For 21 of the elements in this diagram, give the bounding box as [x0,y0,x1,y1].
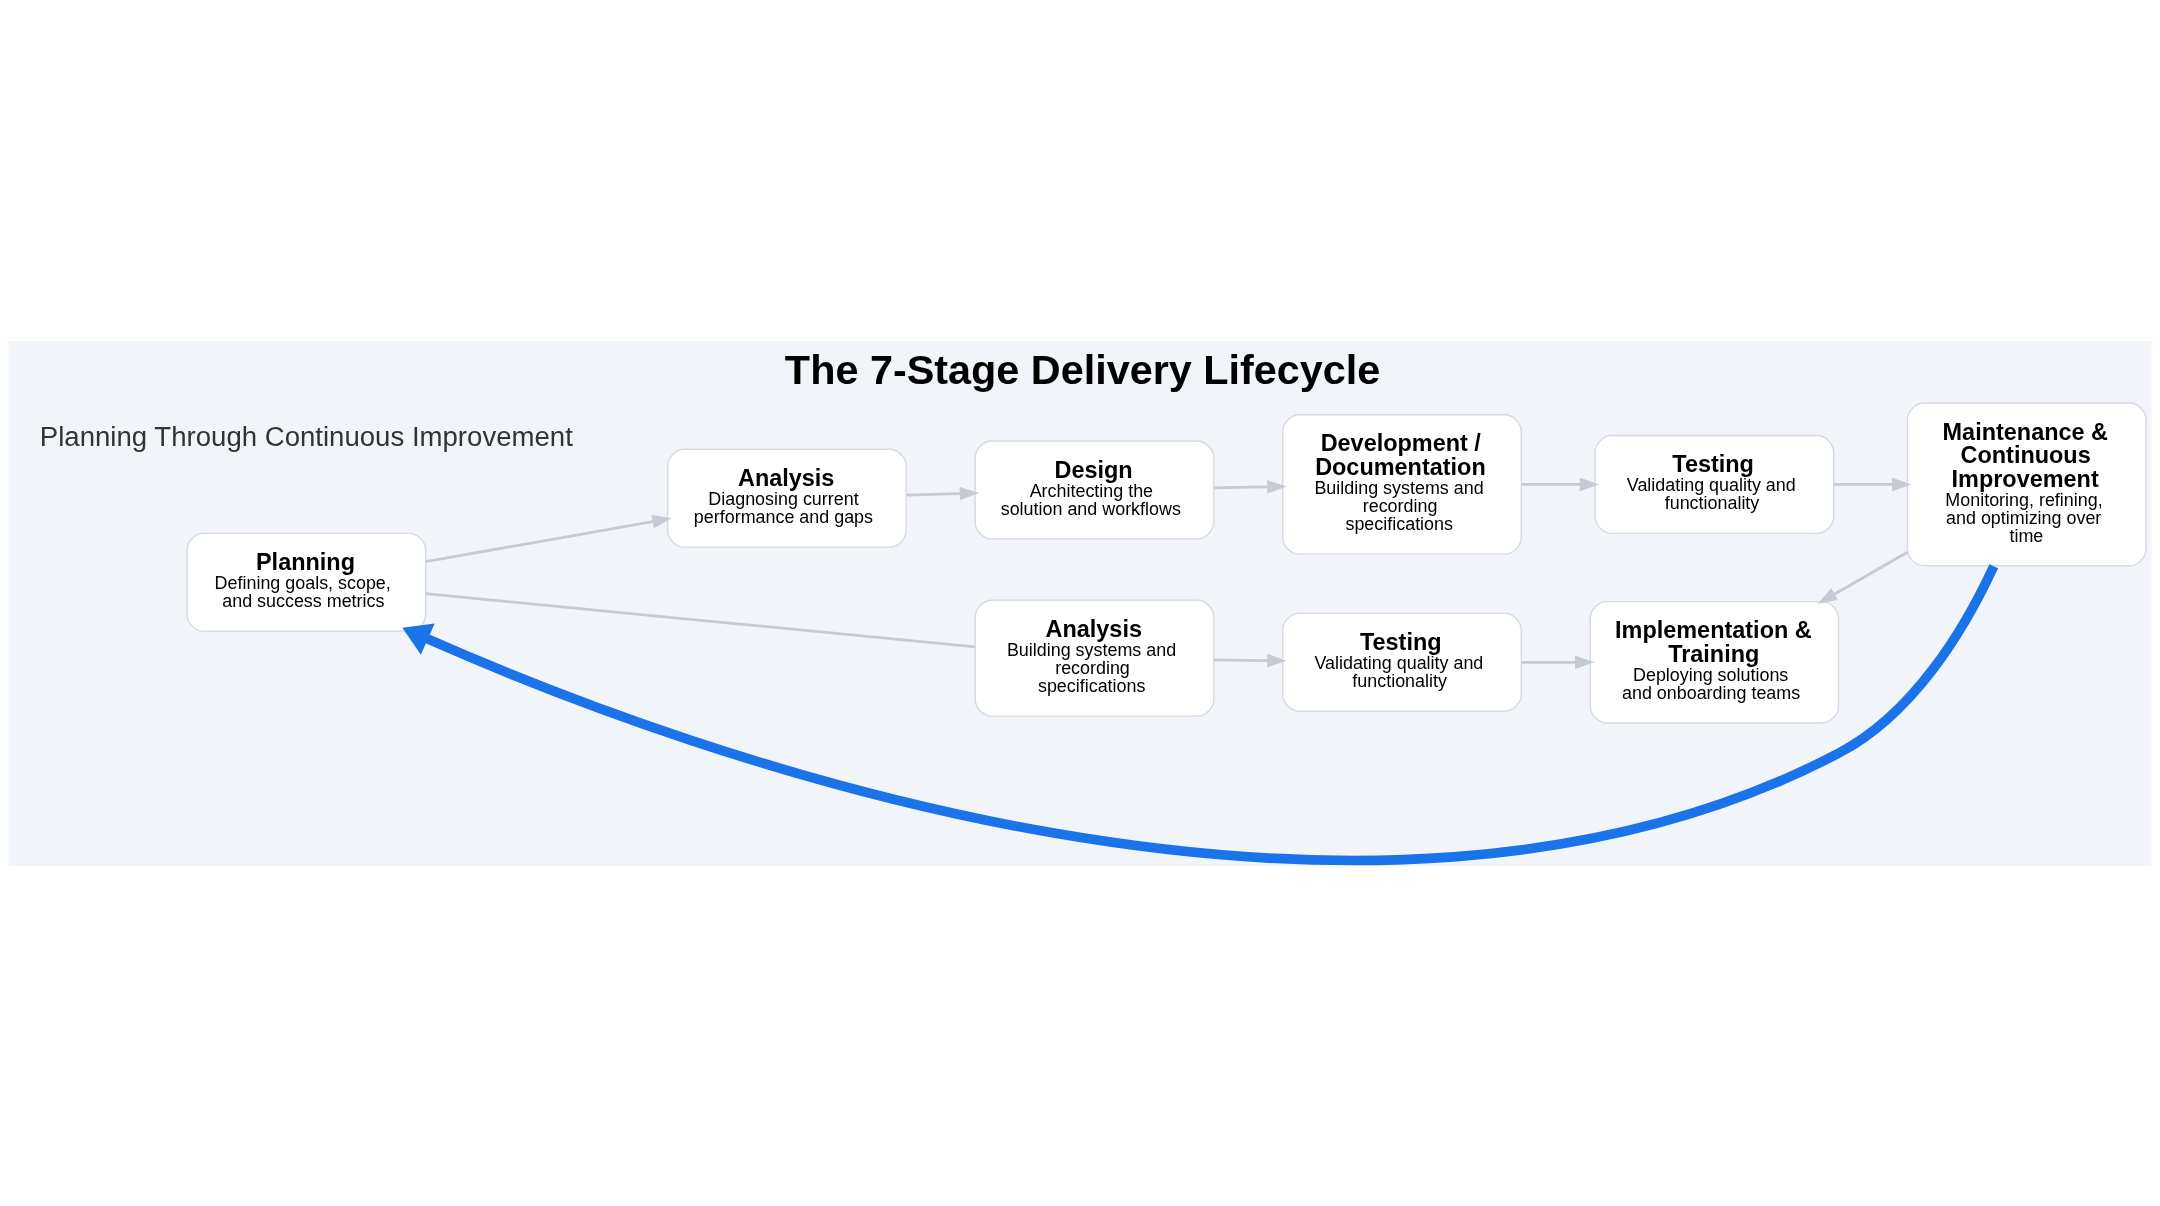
arrow [1833,477,1912,491]
arrow [1214,479,1287,494]
node-box: Development / Documentation Building systems and recording specifications [1282,413,1522,555]
arrow [1817,550,1909,604]
node-box: Design Architecting the solution and workflows [974,439,1215,540]
node-box: Testing Validating quality and functionality [1594,434,1835,534]
arrow [906,486,980,500]
arrow [425,514,672,563]
node-box: Testing Validating quality and functionality [1282,612,1522,712]
node-box: Maintenance & Continuous Improvement Monitoring, refining, and optimizing over time [1906,401,2147,566]
arrow [402,563,1999,865]
label: Planning Through Continuous Improvement [39,420,573,452]
node-box: Planning Defining goals, scope, and success metrics [186,532,427,632]
arrow [1521,655,1595,669]
node-box: Analysis Building systems and recording specifications [974,599,1215,717]
diagram-title: The 7-Stage Delivery Lifecycle [784,346,1381,393]
arrow [1521,477,1600,491]
arrow [1214,653,1287,667]
connector [425,591,975,648]
node-box: Analysis Diagnosing current performance and gaps [666,448,907,548]
node-box: Implementation & Training Deploying solutions and onboarding teams [1589,600,1840,724]
